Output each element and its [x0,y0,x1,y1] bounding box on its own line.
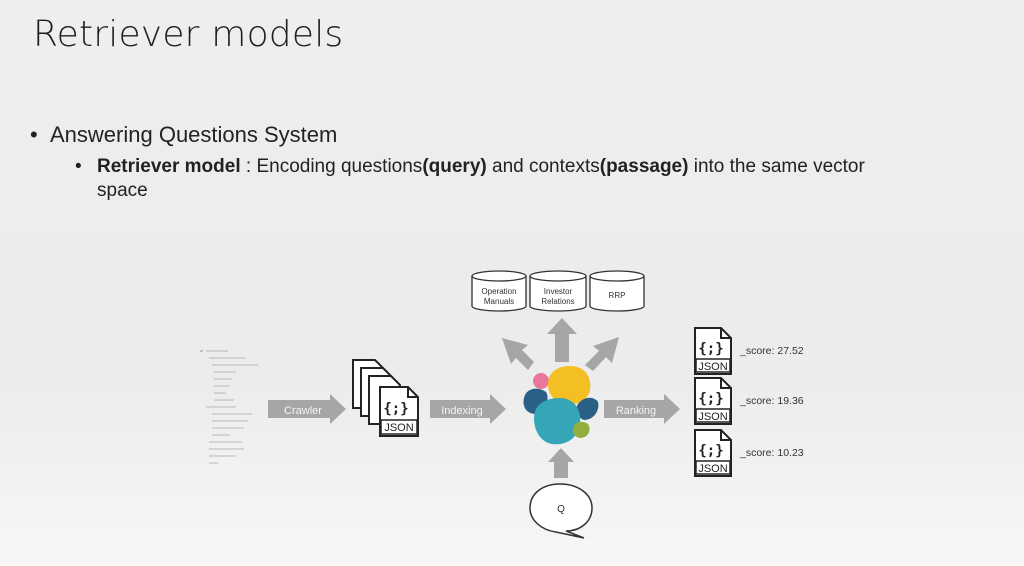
crawler-label: Crawler [284,405,322,417]
db-label-relations: Relations [541,297,574,306]
logo-olive [572,421,590,438]
search-engine-logo [523,366,599,445]
json-stack-brace: {;} [383,401,408,417]
json-document-stack: {;} JSON [352,359,419,437]
query-label: Q [557,504,565,515]
query-arrow [548,448,574,478]
result-item: {;} JSON _score: 19.36 [694,377,804,425]
db-label-rrp: RRP [609,291,626,300]
db-label-operation: Operation [481,287,516,296]
result-brace: {;} [698,391,723,407]
ranked-results: {;} JSON _score: 27.52 {;} JSON _score: 19.36… [694,327,804,477]
query-bubble: Q [529,483,593,539]
crawler-arrow: Crawler [268,394,346,424]
json-stack-label: JSON [384,422,413,434]
db-label-manuals: Manuals [484,297,514,306]
database-investor-relations: Investor Relations [529,270,587,312]
bullet-dot: • [30,122,38,147]
db-arrows [502,318,619,371]
text-same-space: into the same vector space [97,156,865,201]
bullet-answering-questions: • Answering Questions System [30,122,337,148]
arrow-to-operation-manuals [502,338,534,370]
term-query: (query) [422,156,487,177]
logo-yellow [548,366,591,405]
database-rrp: RRP [589,270,645,312]
slide-title: Retriever models [33,14,344,55]
result-score: _score: 19.36 [739,395,804,407]
result-item: {;} JSON _score: 10.23 [694,429,804,477]
file-tree-thumbnail [200,350,258,464]
arrow-to-investor-relations [547,318,577,362]
bullet-main-text: Answering Questions System [50,122,338,147]
text-encoding: : Encoding questions [240,156,423,177]
logo-teal [534,398,581,445]
term-passage: (passage) [599,156,689,177]
ranking-arrow: Ranking [604,394,680,424]
result-score: _score: 27.52 [739,345,804,357]
term-retriever-model: Retriever model [97,156,241,177]
text-and-contexts: and contexts [486,156,600,177]
result-brace: {;} [698,443,723,459]
arrow-to-rrp [585,337,619,371]
logo-pink [533,373,549,389]
result-item: {;} JSON _score: 27.52 [694,327,804,375]
database-operation-manuals: Operation Manuals [471,270,527,312]
result-brace: {;} [698,341,723,357]
logo-navy-right [576,397,599,420]
result-json-label: JSON [698,361,727,373]
indexing-label: Indexing [441,405,483,417]
result-score: _score: 10.23 [739,447,804,459]
sub-bullet-dot: • [75,156,82,177]
indexing-arrow: Indexing [430,394,506,424]
sub-bullet-text: Retriever model : Encoding questions(que… [97,155,907,203]
result-json-label: JSON [698,463,727,475]
result-json-label: JSON [698,411,727,423]
ranking-label: Ranking [616,405,656,417]
db-label-investor: Investor [544,287,573,296]
